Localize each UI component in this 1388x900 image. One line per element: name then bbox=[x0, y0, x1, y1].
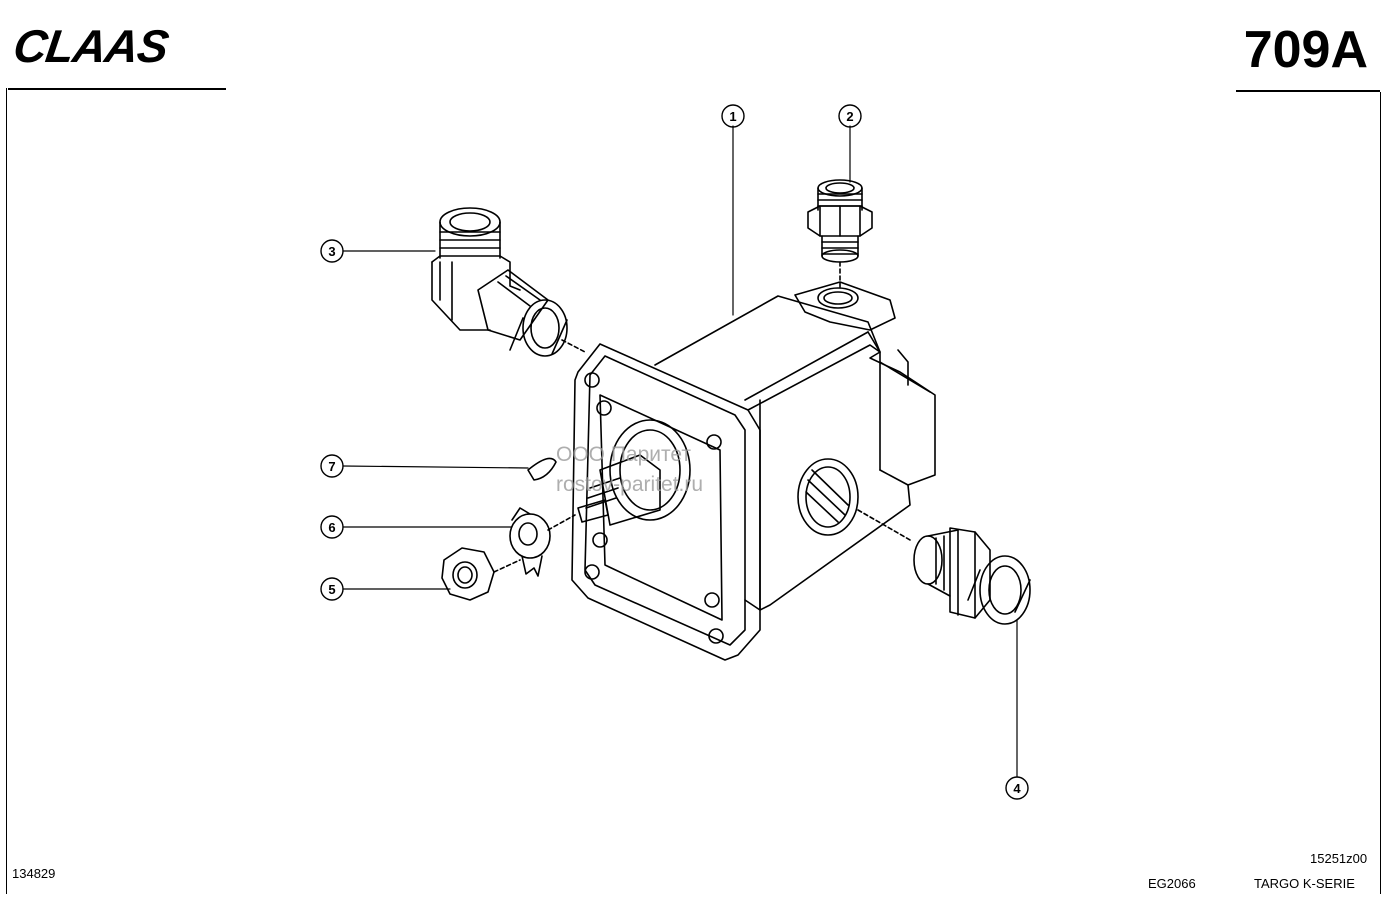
watermark: ООО Паритет rostov-paritet.ru bbox=[556, 440, 796, 500]
page-number: 709A bbox=[1243, 21, 1368, 79]
woodruff-key-part-7 bbox=[527, 457, 557, 481]
frame-right-border bbox=[1380, 92, 1381, 894]
watermark-line-2: rostov-paritet.ru bbox=[556, 473, 704, 496]
footer-drawing-code: 15251z00 bbox=[1310, 851, 1368, 866]
callout-1: 1 bbox=[729, 109, 736, 124]
callout-1-circle bbox=[721, 104, 745, 128]
leader-lines bbox=[342, 125, 1018, 778]
straight-fitting-part-4 bbox=[857, 509, 1031, 625]
header-rule-left bbox=[8, 88, 226, 90]
callout-7-circle bbox=[320, 454, 344, 478]
footer-left-code: 134829 bbox=[12, 866, 56, 881]
callout-7: 7 bbox=[328, 459, 335, 474]
callout-3: 3 bbox=[328, 244, 335, 259]
callout-2: 2 bbox=[846, 109, 853, 124]
callout-4-circle bbox=[1005, 776, 1029, 800]
gear-pump-body bbox=[571, 281, 936, 661]
callout-2-circle bbox=[838, 104, 862, 128]
hex-nut-part-5 bbox=[441, 547, 521, 601]
callout-6-circle bbox=[320, 515, 344, 539]
elbow-fitting-part-3 bbox=[431, 207, 586, 357]
header-rule-right bbox=[1236, 90, 1380, 92]
callout-circles bbox=[320, 104, 1029, 800]
straight-fitting-part-2 bbox=[807, 179, 873, 291]
callout-4: 4 bbox=[1013, 781, 1021, 796]
callout-5: 5 bbox=[328, 582, 335, 597]
footer-model-code: EG2066 bbox=[1148, 876, 1196, 891]
watermark-line-1: ООО Паритет bbox=[556, 443, 692, 466]
callout-3-circle bbox=[320, 239, 344, 263]
callout-5-circle bbox=[320, 577, 344, 601]
frame-left-border bbox=[6, 88, 7, 894]
footer-series: TARGO K-SERIE bbox=[1254, 876, 1355, 891]
callout-6: 6 bbox=[328, 520, 335, 535]
tab-washer-part-6 bbox=[509, 507, 576, 577]
